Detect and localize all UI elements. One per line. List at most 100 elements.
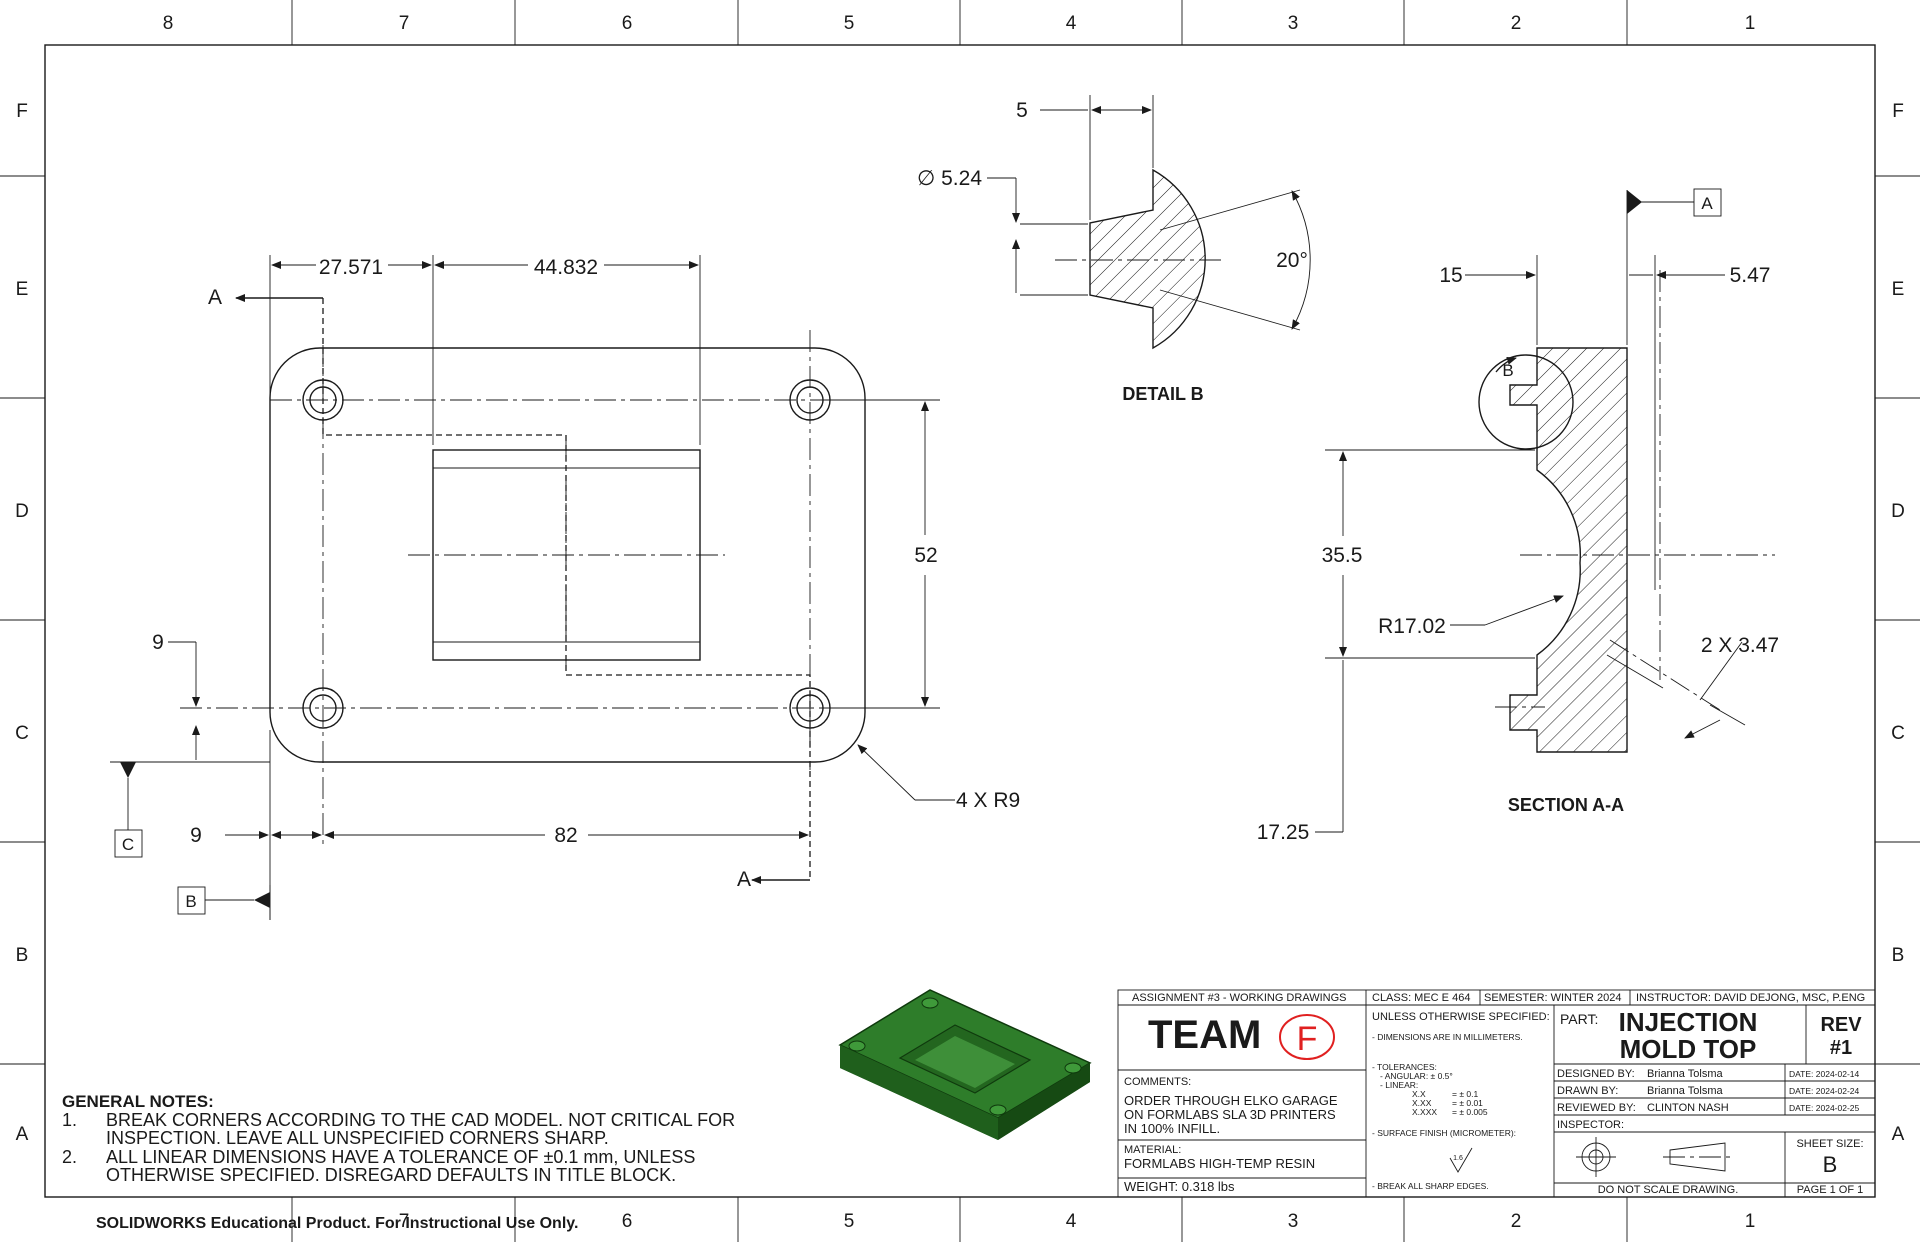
- zone-row: E: [1892, 279, 1905, 300]
- educational-watermark: SOLIDWORKS Educational Product. For Inst…: [96, 1215, 578, 1232]
- zone-col: 7: [399, 1211, 410, 1232]
- zone-labels-bottom: 7 6 5 4 3 2 1: [399, 1211, 1756, 1232]
- zone-row: D: [15, 501, 29, 522]
- zone-col: 5: [844, 1211, 855, 1232]
- class-label: CLASS: MEC E 464: [1372, 992, 1470, 1004]
- linear-label: - LINEAR:: [1380, 1080, 1418, 1090]
- surface-finish-value: 1.6: [1453, 1155, 1463, 1162]
- detail-callout: B: [1502, 361, 1513, 380]
- zone-col: 2: [1511, 1211, 1522, 1232]
- comments-line: IN 100% INFILL.: [1124, 1121, 1220, 1136]
- break-edges-note: - BREAK ALL SHARP EDGES.: [1372, 1181, 1489, 1191]
- designed-by: Brianna Tolsma: [1647, 1068, 1723, 1080]
- notes-title: GENERAL NOTES:: [62, 1092, 214, 1111]
- sheet-size: B: [1823, 1152, 1838, 1177]
- inspector-label: INSPECTOR:: [1557, 1119, 1624, 1131]
- zone-col: 6: [622, 1211, 633, 1232]
- rev-value: #1: [1830, 1037, 1852, 1059]
- zone-col: 1: [1745, 13, 1756, 34]
- page-number: PAGE 1 OF 1: [1797, 1184, 1863, 1196]
- reviewed-by: CLINTON NASH: [1647, 1102, 1729, 1114]
- tol-key: X.XX: [1412, 1098, 1432, 1108]
- dimension-text: 2 X 3.47: [1701, 634, 1779, 657]
- zone-row: F: [16, 101, 28, 122]
- part-label: PART:: [1560, 1011, 1598, 1027]
- dimension-text: 82: [554, 824, 577, 847]
- datum-c: C: [114, 762, 143, 858]
- note-text: INSPECTION. LEAVE ALL UNSPECIFIED CORNER…: [106, 1128, 609, 1148]
- dimension-text: 9: [152, 631, 164, 654]
- dimension-lines: [110, 255, 955, 920]
- section-arrow-label: A: [208, 286, 222, 309]
- designed-date: DATE: 2024-02-14: [1789, 1069, 1860, 1079]
- comments-label: COMMENTS:: [1124, 1076, 1191, 1088]
- assignment-label: ASSIGNMENT #3 - WORKING DRAWINGS: [1132, 992, 1347, 1004]
- general-notes: GENERAL NOTES: 1. BREAK CORNERS ACCORDIN…: [62, 1092, 735, 1185]
- datum-b: B: [177, 885, 271, 920]
- dimension-text: 4 X R9: [956, 789, 1020, 812]
- dimension-text: 52: [914, 544, 937, 567]
- drawn-date: DATE: 2024-02-24: [1789, 1086, 1860, 1096]
- comments-line: ORDER THROUGH ELKO GARAGE: [1124, 1093, 1338, 1108]
- datum-c-label: C: [122, 835, 134, 854]
- zone-col: 6: [622, 13, 633, 34]
- dimension-text: R17.02: [1378, 615, 1446, 638]
- do-not-scale: DO NOT SCALE DRAWING.: [1598, 1184, 1739, 1196]
- zone-col: 4: [1066, 13, 1077, 34]
- main-view: A A 27.571 44.832: [110, 255, 1020, 920]
- dimension-text: ∅ 5.24: [917, 167, 982, 190]
- drawn-by: Brianna Tolsma: [1647, 1085, 1723, 1097]
- zone-row: D: [1891, 501, 1905, 522]
- dimension-text: 5.47: [1730, 264, 1771, 287]
- note-number: 2.: [62, 1147, 77, 1167]
- detail-b-title: DETAIL B: [1122, 384, 1203, 404]
- dimension-text: 44.832: [534, 256, 598, 279]
- dimension-text: 27.571: [319, 256, 383, 279]
- title-block: ASSIGNMENT #3 - WORKING DRAWINGS CLASS: …: [1117, 989, 1876, 1198]
- note-number: 1.: [62, 1110, 77, 1130]
- comments-line: ON FORMLABS SLA 3D PRINTERS: [1124, 1107, 1336, 1122]
- part-name-line1: INJECTION: [1619, 1007, 1758, 1037]
- tol-value: = ± 0.1: [1452, 1089, 1478, 1099]
- surface-finish-label: - SURFACE FINISH (MICROMETER):: [1372, 1128, 1516, 1138]
- zone-col: 3: [1288, 13, 1299, 34]
- section-arrow-label: A: [737, 868, 751, 891]
- zone-col: 2: [1511, 13, 1522, 34]
- dims-note: - DIMENSIONS ARE IN MILLIMETERS.: [1372, 1032, 1523, 1042]
- zone-col: 8: [163, 13, 174, 34]
- team-name: TEAM: [1148, 1013, 1261, 1057]
- section-aa-title: SECTION A-A: [1508, 795, 1624, 815]
- datum-a-label: A: [1701, 194, 1713, 213]
- reviewed-by-label: REVIEWED BY:: [1557, 1102, 1636, 1114]
- zone-labels-right: F E D C B A: [1891, 101, 1905, 1145]
- centerlines: [180, 330, 865, 845]
- material-value: FORMLABS HIGH-TEMP RESIN: [1124, 1156, 1315, 1171]
- part-name-line2: MOLD TOP: [1620, 1034, 1757, 1064]
- surface-finish-symbol: 1.6: [1449, 1147, 1473, 1173]
- plate-outline: [269, 347, 866, 763]
- drawn-by-label: DRAWN BY:: [1557, 1085, 1618, 1097]
- zone-row: A: [1892, 1124, 1905, 1145]
- note-text: OTHERWISE SPECIFIED. DISREGARD DEFAULTS …: [106, 1165, 676, 1185]
- note-text: ALL LINEAR DIMENSIONS HAVE A TOLERANCE O…: [106, 1147, 695, 1167]
- designed-by-label: DESIGNED BY:: [1557, 1068, 1635, 1080]
- isometric-preview-image: [838, 989, 1092, 1140]
- instructor-label: INSTRUCTOR: DAVID DEJONG, MSC, P.ENG: [1636, 992, 1865, 1004]
- zone-col: 4: [1066, 1211, 1077, 1232]
- dimension-text: 20°: [1276, 249, 1308, 272]
- detail-circle: [1478, 354, 1574, 450]
- angular-tolerance: - ANGULAR: ± 0.5°: [1380, 1071, 1453, 1081]
- section-aa-view: B: [1257, 188, 1779, 844]
- dimension-text: 9: [190, 824, 202, 847]
- zone-row: C: [15, 723, 29, 744]
- zone-row: E: [16, 279, 29, 300]
- datum-a: A: [1627, 188, 1722, 217]
- material-label: MATERIAL:: [1124, 1144, 1181, 1156]
- zone-col: 5: [844, 13, 855, 34]
- unless-label: UNLESS OTHERWISE SPECIFIED:: [1372, 1011, 1550, 1023]
- section-cut-line: [322, 298, 811, 880]
- sheet-size-label: SHEET SIZE:: [1796, 1138, 1863, 1150]
- zone-col: 3: [1288, 1211, 1299, 1232]
- tol-value: = ± 0.01: [1452, 1098, 1483, 1108]
